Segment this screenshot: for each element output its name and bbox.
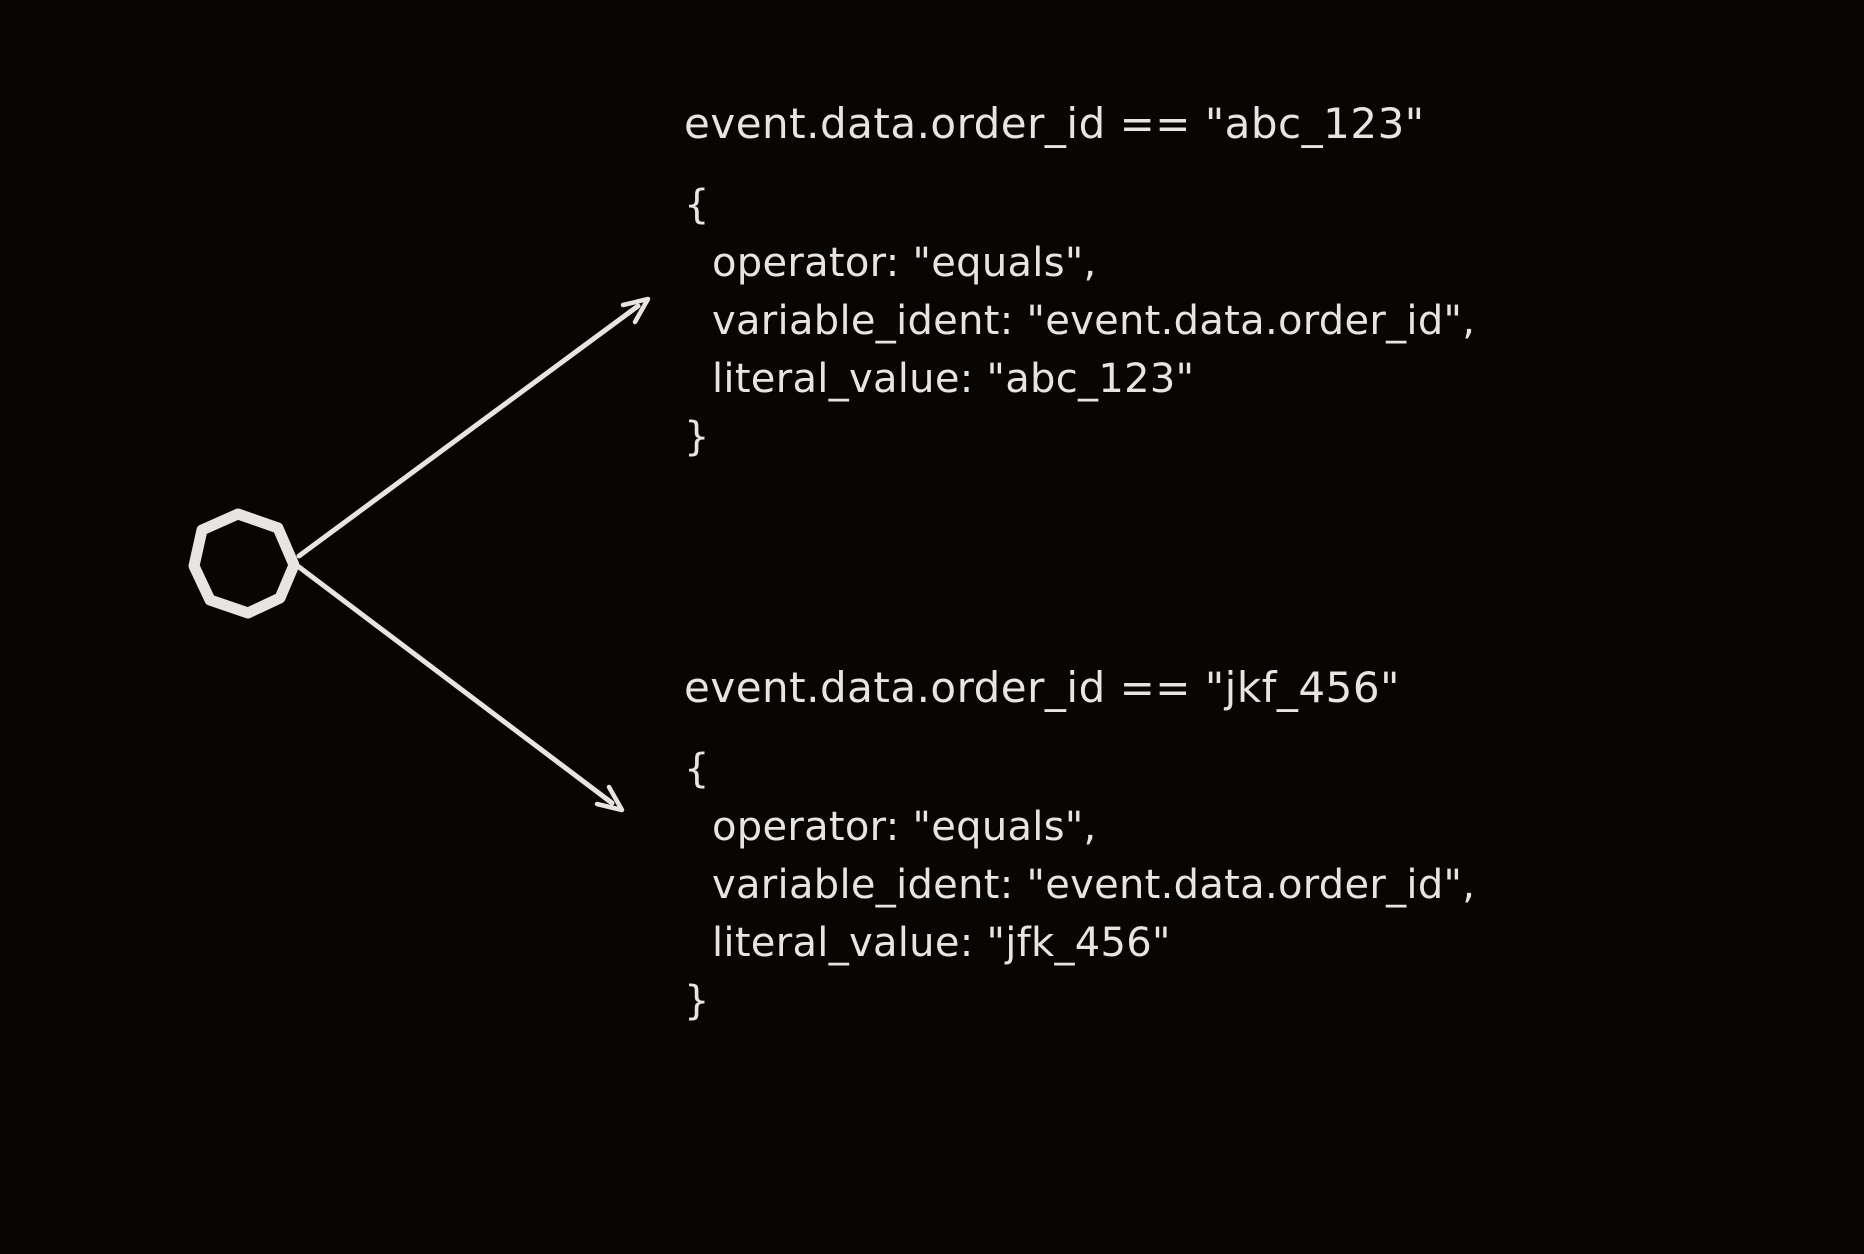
branch-2-title: event.data.order_id == "jkf_456" bbox=[684, 663, 1400, 712]
arrow-to-branch-2-icon bbox=[296, 564, 625, 813]
code-line-variable-ident: variable_ident: "event.data.order_id", bbox=[712, 862, 1476, 908]
code-line-variable-ident: variable_ident: "event.data.order_id", bbox=[712, 298, 1476, 344]
code-open-brace: { bbox=[684, 746, 710, 792]
code-line-literal-value: literal_value: "jfk_456" bbox=[712, 920, 1171, 966]
branch-1: event.data.order_id == "abc_123" { opera… bbox=[684, 98, 1784, 466]
arrow-to-branch-1-icon bbox=[296, 296, 651, 559]
code-close-brace: } bbox=[684, 978, 710, 1024]
code-close-brace: } bbox=[684, 414, 710, 460]
code-line-operator: operator: "equals", bbox=[712, 804, 1097, 850]
branch-1-title: event.data.order_id == "abc_123" bbox=[684, 99, 1425, 148]
branch-2: event.data.order_id == "jkf_456" { opera… bbox=[684, 662, 1784, 1030]
branch-1-code-block: { operator: "equals", variable_ident: "e… bbox=[684, 176, 1784, 466]
branch-2-code-block: { operator: "equals", variable_ident: "e… bbox=[684, 740, 1784, 1030]
circle-node-icon bbox=[188, 508, 300, 619]
code-line-operator: operator: "equals", bbox=[712, 240, 1097, 286]
code-line-literal-value: literal_value: "abc_123" bbox=[712, 356, 1195, 402]
code-open-brace: { bbox=[684, 182, 710, 228]
